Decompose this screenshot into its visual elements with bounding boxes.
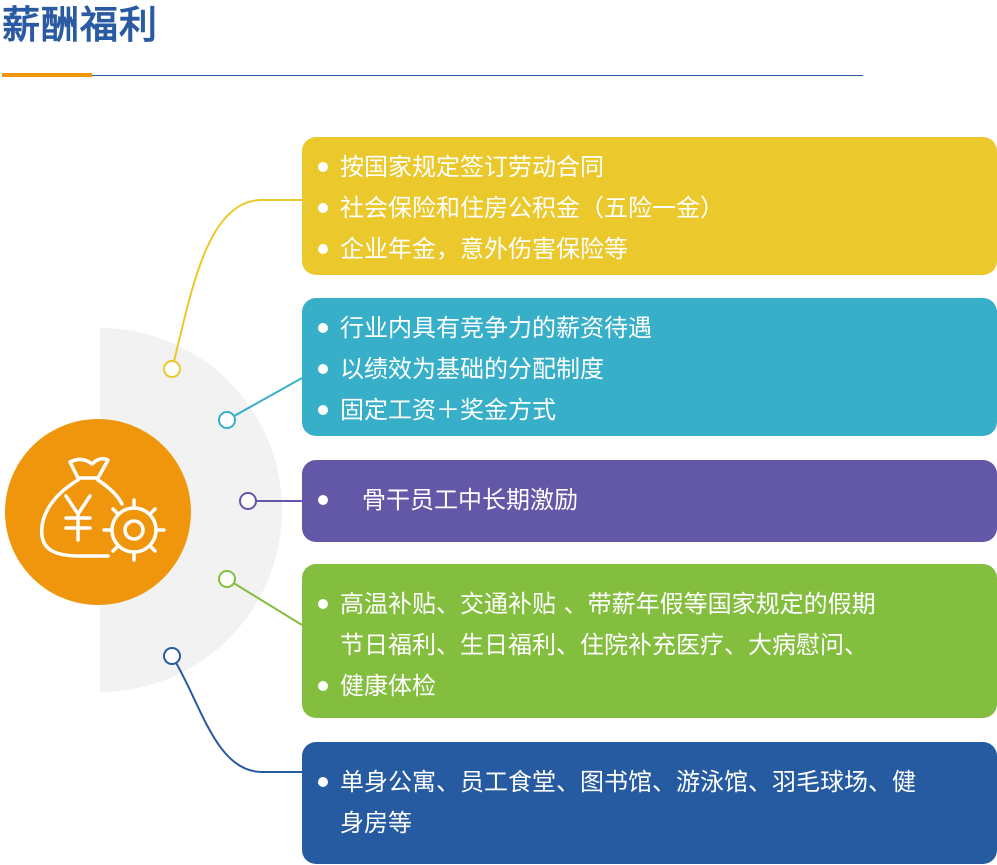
connector-dot-green bbox=[218, 570, 236, 588]
bullet-icon bbox=[318, 777, 328, 787]
title-underline-accent bbox=[2, 73, 92, 77]
list-item: 健康体检 bbox=[318, 666, 997, 707]
list-item: 节日福利、生日福利、住院补充医疗、大病慰问、 bbox=[340, 631, 868, 659]
halo-half-disc bbox=[100, 328, 282, 692]
connector-navy bbox=[171, 655, 302, 773]
list-item: 社会保险和住房公积金（五险一金） bbox=[318, 188, 997, 229]
list-item: 按国家规定签订劳动合同 bbox=[318, 147, 997, 188]
bullet-icon bbox=[318, 244, 328, 254]
bullet-icon bbox=[318, 364, 328, 374]
benefit-card-4: 高温补贴、交通补贴 、带薪年假等国家规定的假期 节日福利、生日福利、住院补充医疗… bbox=[302, 564, 997, 718]
list-item: 行业内具有竞争力的薪资待遇 bbox=[318, 308, 997, 349]
page-title: 薪酬福利 bbox=[2, 3, 159, 47]
benefit-card-5: 单身公寓、员工食堂、图书馆、游泳馆、羽毛球场、健 身房等 bbox=[302, 742, 997, 864]
bullet-icon bbox=[318, 162, 328, 172]
connector-dot-navy bbox=[163, 647, 181, 665]
connector-teal bbox=[226, 377, 303, 421]
list-item: 以绩效为基础的分配制度 bbox=[318, 349, 997, 390]
list-item: 高温补贴、交通补贴 、带薪年假等国家规定的假期 bbox=[318, 584, 997, 625]
benefit-card-3: 骨干员工中长期激励 bbox=[302, 460, 997, 542]
money-bag-yen-gear-icon bbox=[39, 456, 166, 562]
benefit-card-1: 按国家规定签订劳动合同 社会保险和住房公积金（五险一金） 企业年金，意外伤害保险… bbox=[302, 137, 997, 275]
center-circle bbox=[5, 419, 191, 605]
connector-dot-purple bbox=[239, 492, 257, 510]
list-item: 身房等 bbox=[340, 809, 412, 837]
connector-yellow bbox=[171, 199, 302, 370]
bullet-icon bbox=[318, 405, 328, 415]
list-item: 骨干员工中长期激励 bbox=[318, 480, 997, 521]
connector-dot-yellow bbox=[163, 360, 181, 378]
bullet-icon bbox=[318, 681, 328, 691]
connector-dot-teal bbox=[218, 411, 236, 429]
list-item: 单身公寓、员工食堂、图书馆、游泳馆、羽毛球场、健 bbox=[318, 762, 997, 803]
benefit-card-2: 行业内具有竞争力的薪资待遇 以绩效为基础的分配制度 固定工资＋奖金方式 bbox=[302, 298, 997, 436]
title-underline bbox=[92, 75, 863, 76]
bullet-icon bbox=[318, 323, 328, 333]
list-item: 企业年金，意外伤害保险等 bbox=[318, 229, 997, 270]
bullet-icon bbox=[318, 203, 328, 213]
connector-green bbox=[226, 578, 303, 626]
bullet-icon bbox=[318, 495, 328, 505]
bullet-icon bbox=[318, 599, 328, 609]
list-item: 固定工资＋奖金方式 bbox=[318, 390, 997, 431]
